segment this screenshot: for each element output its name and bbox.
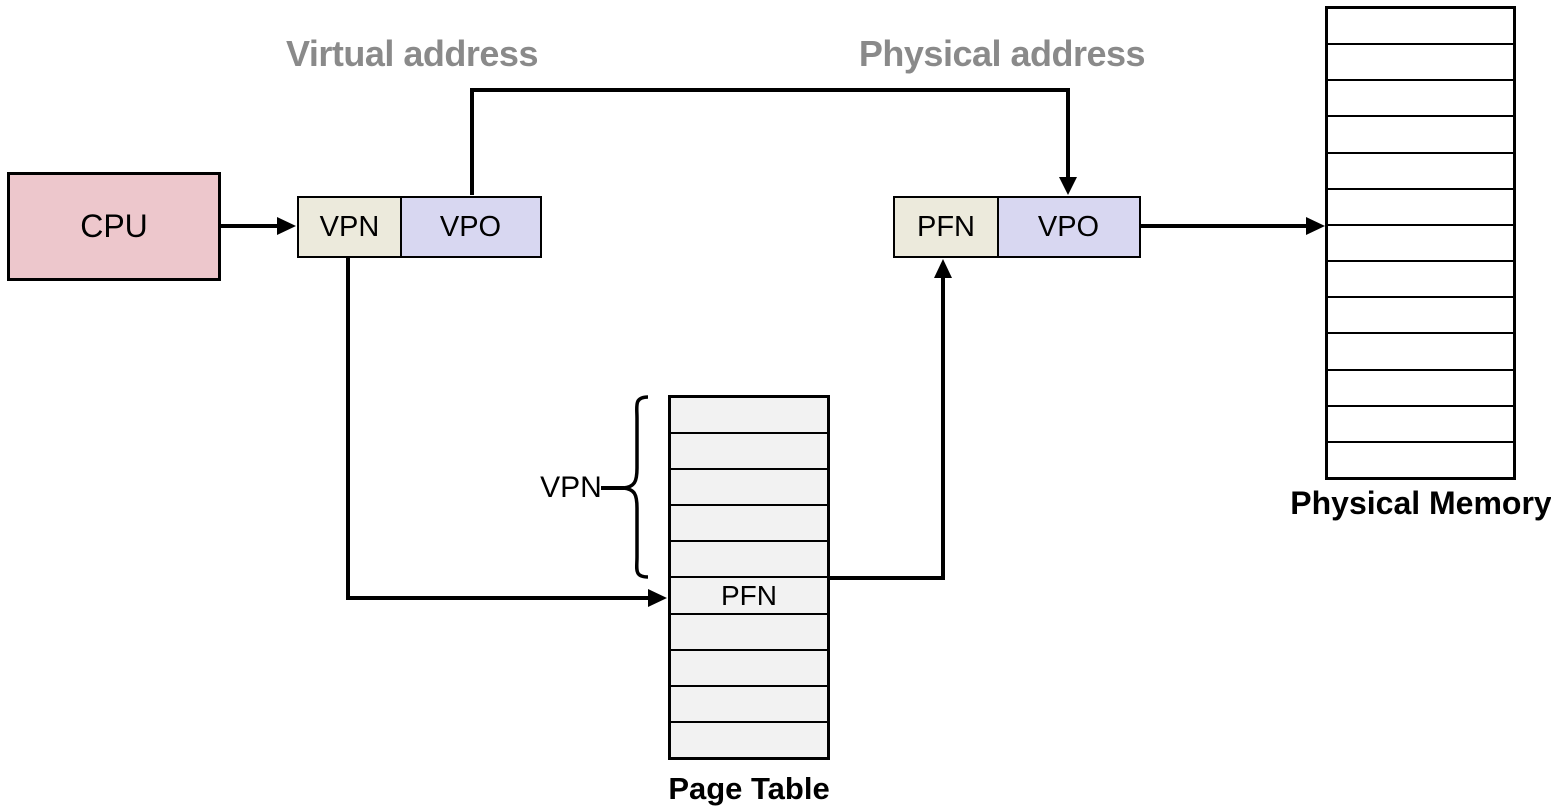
physical-memory-row <box>1328 368 1513 405</box>
cpu-to-vpn-arrow <box>220 217 296 235</box>
physical-address-register: PFN VPO <box>893 196 1141 258</box>
page-table-row <box>671 720 827 757</box>
page-table-row <box>671 540 827 576</box>
vpn-rows-brace <box>601 395 649 579</box>
physical-vpo-field: VPO <box>996 196 1141 258</box>
physical-memory-row <box>1328 440 1513 477</box>
virtual-to-physical-address-arrow <box>470 88 1077 195</box>
physical-address-label: Physical address <box>858 33 1146 74</box>
physical-memory-row <box>1328 43 1513 79</box>
page-table-pfn-row: PFN <box>671 576 827 612</box>
vpn-field: VPN <box>297 196 402 258</box>
physical-memory-row <box>1328 151 1513 188</box>
page-table-to-pfn-arrow <box>830 259 952 580</box>
physical-memory-row <box>1328 79 1513 115</box>
vpn-brace-label: VPN <box>540 471 602 504</box>
cpu-label: CPU <box>80 208 148 244</box>
cpu-box: CPU <box>7 172 221 281</box>
page-table-title: Page Table <box>668 771 830 806</box>
physical-memory-row <box>1328 115 1513 151</box>
physical-memory-row <box>1328 187 1513 224</box>
pfn-field: PFN <box>893 196 999 258</box>
physical-memory-row <box>1328 260 1513 296</box>
page-table-row <box>671 612 827 649</box>
vpo-field: VPO <box>399 196 542 258</box>
physical-memory-row <box>1328 404 1513 441</box>
physical-memory-row <box>1328 296 1513 332</box>
page-table: PFN <box>668 395 830 760</box>
physical-address-to-memory-arrow <box>1139 217 1325 235</box>
physical-memory-row <box>1328 332 1513 368</box>
page-table-row <box>671 684 827 721</box>
physical-memory <box>1325 6 1516 480</box>
page-table-row <box>671 648 827 685</box>
page-table-row <box>671 504 827 540</box>
page-table-row <box>671 398 827 432</box>
physical-memory-title: Physical Memory <box>1290 485 1551 521</box>
virtual-address-label: Virtual address <box>286 33 538 74</box>
physical-memory-row <box>1328 9 1513 43</box>
page-table-row <box>671 432 827 468</box>
virtual-address-register: VPN VPO <box>297 196 542 258</box>
physical-memory-row <box>1328 223 1513 260</box>
vpn-to-page-table-arrow <box>346 258 667 607</box>
page-table-row <box>671 468 827 504</box>
